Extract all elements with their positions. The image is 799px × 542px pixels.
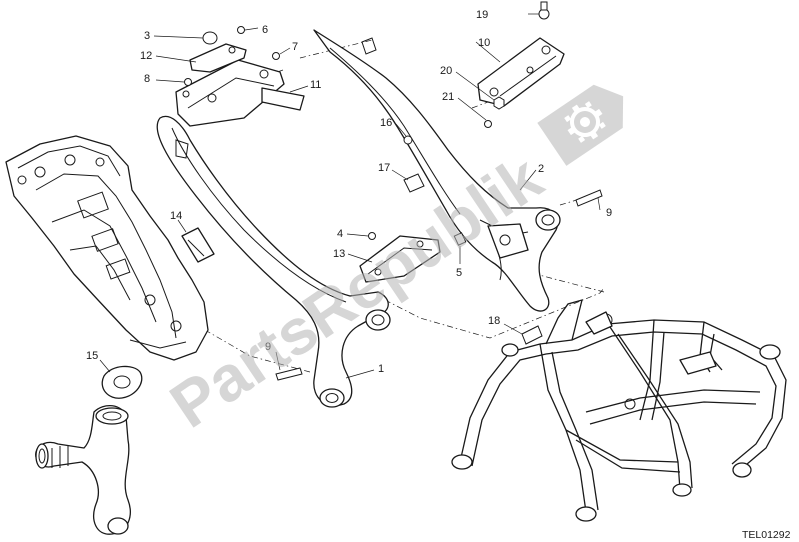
callout-21: 21: [442, 91, 454, 103]
screw-21: [484, 120, 492, 128]
clamp-17: [403, 173, 425, 193]
part-15-pad: [101, 365, 143, 399]
callout-1: 1: [378, 363, 384, 375]
callout-6: 6: [262, 24, 268, 36]
bolt-9-lower: [275, 367, 303, 381]
watermark: PartsRepublik: [158, 84, 624, 442]
spacer-18: [521, 325, 543, 345]
gear-icon: [537, 84, 624, 166]
callout-9-upper: 9: [606, 207, 612, 219]
y-connector: [35, 405, 131, 535]
part-10-bracket: [477, 37, 565, 107]
screw-7: [272, 52, 280, 60]
callout-18: 18: [488, 315, 500, 327]
callout-11: 11: [310, 79, 321, 91]
fasteners: [184, 1, 603, 381]
part-13-bracket: [359, 235, 441, 283]
part-11-12-bracket-plate: [175, 43, 305, 127]
callout-5: 5: [456, 267, 462, 279]
leader-lines: [99, 13, 601, 379]
screw-4: [368, 232, 376, 240]
callout-10: 10: [478, 37, 490, 49]
bolt-9-upper: [575, 189, 603, 207]
callout-13: 13: [333, 248, 345, 260]
callout-4: 4: [337, 228, 343, 240]
callout-15: 15: [86, 350, 98, 362]
callout-2: 2: [538, 163, 544, 175]
callout-14: 14: [170, 210, 182, 222]
spacer-5: [453, 232, 467, 246]
callout-3: 3: [144, 30, 150, 42]
rear-mudguard-tray: [5, 135, 209, 361]
callout-7: 7: [292, 41, 298, 53]
drawing-code: TEL01292: [742, 529, 791, 541]
callout-8: 8: [144, 73, 150, 85]
screw-8: [184, 78, 192, 86]
callout-20: 20: [440, 65, 452, 77]
callout-labels: 1 2 3 4 5 6 7 8 9 9 10 11 12 13 14 15 16…: [86, 9, 612, 375]
main-trellis-frame: [451, 299, 787, 522]
nut-20: [493, 96, 505, 110]
screw-6: [237, 26, 245, 34]
part-2-upper-frame-rail: [313, 29, 561, 312]
clip-16: [403, 135, 413, 145]
callout-17: 17: [378, 162, 390, 174]
part-1-rear-subframe: [156, 115, 391, 408]
part-14-pad: [181, 227, 215, 263]
callout-19: 19: [476, 9, 488, 21]
callout-9-lower: 9: [265, 341, 271, 353]
callout-12: 12: [140, 50, 152, 62]
callout-16: 16: [380, 117, 392, 129]
bushing-3: [202, 31, 218, 45]
